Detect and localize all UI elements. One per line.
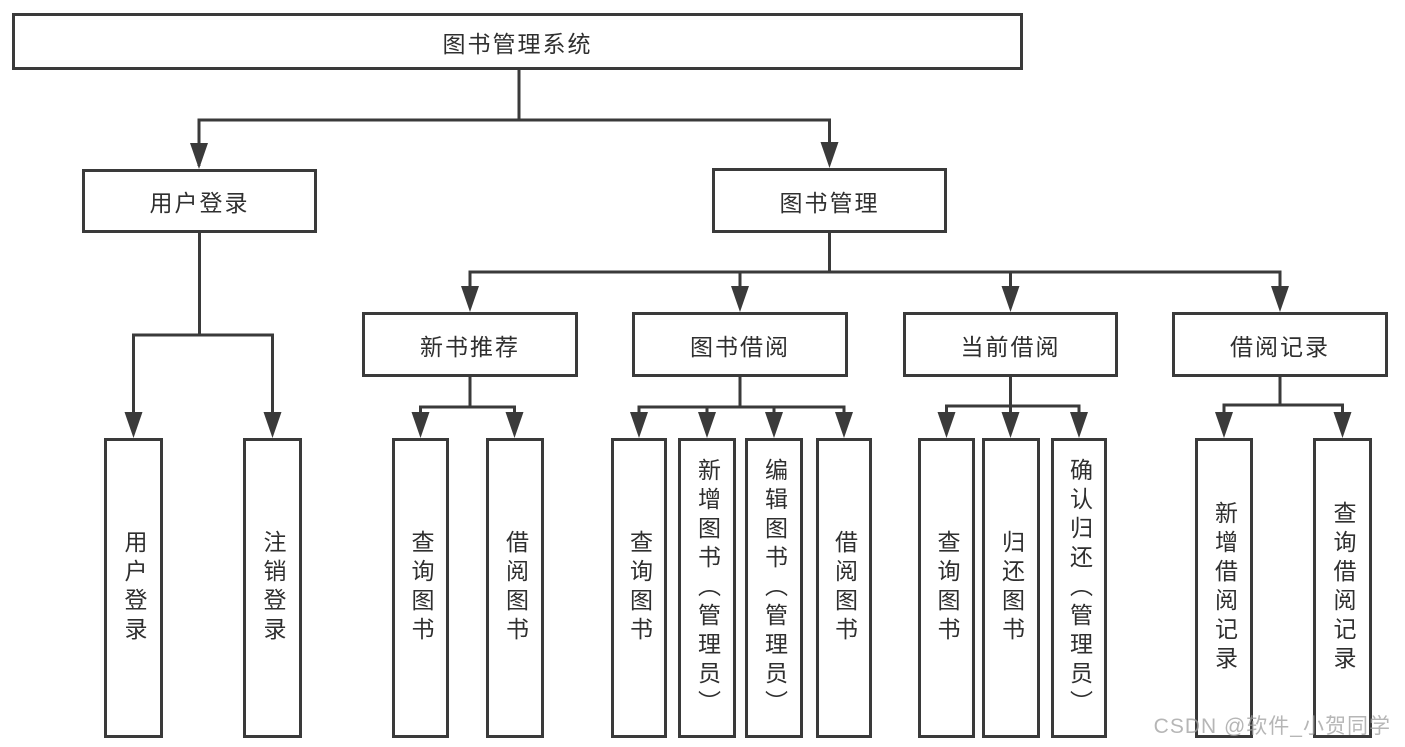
leaf-query-books-2: 查询图书 bbox=[611, 438, 667, 738]
leaf-add-book-admin: 新增图书（管理员） bbox=[678, 438, 736, 738]
node-label: 用户登录 bbox=[121, 530, 147, 646]
node-label: 注销登录 bbox=[260, 530, 286, 646]
node-book-management: 图书管理 bbox=[712, 168, 947, 233]
node-current-borrowing: 当前借阅 bbox=[903, 312, 1118, 377]
node-user-login: 用户登录 bbox=[82, 169, 317, 233]
node-book-borrowing: 图书借阅 bbox=[632, 312, 848, 377]
node-label: 借阅图书 bbox=[502, 530, 529, 646]
node-label: 图书管理 bbox=[779, 189, 880, 216]
node-label: 用户登录 bbox=[149, 190, 250, 216]
node-label: 查询图书 bbox=[626, 530, 653, 646]
leaf-logout: 注销登录 bbox=[243, 438, 302, 738]
node-label: 编辑图书（管理员） bbox=[761, 457, 788, 719]
node-label: 借阅图书 bbox=[831, 530, 858, 646]
node-label: 查询借阅记录 bbox=[1330, 501, 1356, 675]
node-label: 新增借阅记录 bbox=[1211, 501, 1238, 675]
node-label: 查询图书 bbox=[408, 530, 434, 646]
watermark: CSDN @软件_小贺同学 bbox=[1153, 715, 1391, 738]
node-label: 图书管理系统 bbox=[442, 30, 593, 57]
leaf-user-login: 用户登录 bbox=[104, 438, 163, 738]
arrowhead-icons bbox=[124, 142, 1352, 438]
node-library-management-system: 图书管理系统 bbox=[12, 13, 1023, 70]
node-label: 当前借阅 bbox=[960, 333, 1061, 360]
connector-paths bbox=[132, 69, 1344, 432]
node-label: 新书推荐 bbox=[420, 333, 520, 360]
leaf-borrow-books-1: 借阅图书 bbox=[486, 438, 544, 738]
leaf-confirm-return-admin: 确认归还（管理员） bbox=[1051, 438, 1107, 738]
leaf-edit-book-admin: 编辑图书（管理员） bbox=[745, 438, 803, 738]
leaf-borrow-books-2: 借阅图书 bbox=[816, 438, 872, 738]
leaf-query-books-3: 查询图书 bbox=[918, 438, 975, 738]
node-label: 确认归还（管理员） bbox=[1066, 457, 1093, 719]
node-label: 查询图书 bbox=[934, 530, 960, 646]
node-label: 借阅记录 bbox=[1230, 333, 1330, 360]
leaf-query-borrow-record: 查询借阅记录 bbox=[1313, 438, 1372, 738]
node-label: 新增图书（管理员） bbox=[694, 457, 721, 719]
node-label: 归还图书 bbox=[998, 530, 1025, 646]
leaf-add-borrow-record: 新增借阅记录 bbox=[1195, 438, 1253, 738]
leaf-query-books-1: 查询图书 bbox=[392, 438, 449, 738]
node-borrowing-records: 借阅记录 bbox=[1172, 312, 1388, 377]
node-new-book-recommendation: 新书推荐 bbox=[362, 312, 578, 377]
node-label: 图书借阅 bbox=[690, 333, 790, 360]
leaf-return-books: 归还图书 bbox=[982, 438, 1040, 738]
